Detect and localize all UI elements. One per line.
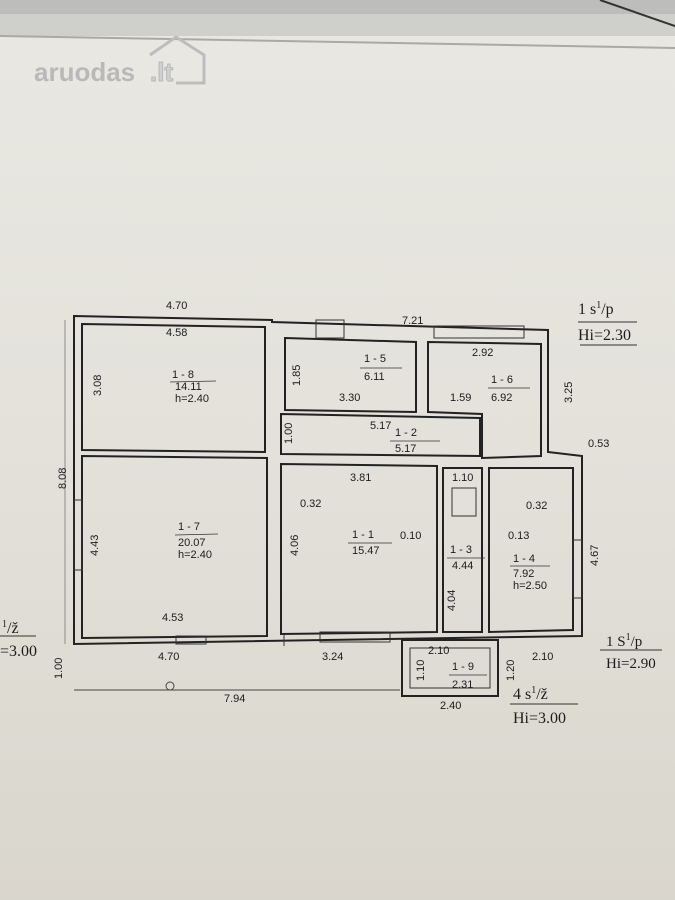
dim-top-right: 7.21 [402, 315, 423, 327]
dim-470b: 4.70 [158, 651, 179, 663]
svg-text:1 S1/p: 1 S1/p [606, 632, 642, 650]
room-id: 1 - 2 [395, 427, 417, 439]
room-area: 2.31 [452, 679, 473, 691]
room-id: 1 - 6 [491, 374, 513, 386]
watermark-suffix: .lt [150, 57, 173, 87]
dimension-lines [0, 320, 662, 705]
dim-404: 4.04 [446, 590, 458, 611]
svg-text:4 s1/ž: 4 s1/ž [513, 685, 548, 703]
dim-100a: 1.00 [283, 423, 295, 444]
room-1-2: 1 - 2 5.17 [390, 427, 440, 455]
dim-110b: 1.10 [415, 660, 427, 681]
room-height: h=2.40 [175, 393, 209, 405]
dim-325: 3.25 [563, 382, 575, 403]
room-height: h=2.50 [513, 580, 547, 592]
dim-324: 3.24 [322, 651, 343, 663]
dim-top-left: 4.70 [166, 300, 187, 312]
room-area: 5.17 [395, 443, 416, 455]
dim-406: 4.06 [289, 535, 301, 556]
dim-458: 4.58 [166, 327, 187, 339]
room-area: 4.44 [452, 560, 473, 572]
hi-left: =3.00 [0, 643, 37, 660]
room-area: 6.92 [491, 392, 512, 404]
dim-308: 3.08 [92, 375, 104, 396]
room-area: 14.11 [175, 381, 202, 393]
room-height: h=2.40 [178, 549, 212, 561]
room-1-8: 1 - 8 14.11 h=2.40 [169, 369, 217, 405]
dim-808: 8.08 [57, 468, 69, 489]
note-mid-right: 1 S1/p Hi=2.90 [606, 632, 656, 672]
room-id: 1 - 8 [172, 369, 194, 381]
dim-013: 0.13 [508, 530, 529, 542]
room-1-6: 1 - 6 6.92 [488, 374, 530, 404]
dim-453: 4.53 [162, 612, 183, 624]
hi-mid: Hi=2.90 [606, 656, 656, 672]
room-1-9: 1 - 9 2.31 [449, 661, 487, 691]
dim-120: 1.20 [505, 660, 517, 681]
dim-210b: 2.10 [532, 651, 553, 663]
dim-032b: 0.32 [526, 500, 547, 512]
walls [73, 314, 583, 697]
room-id: 1 - 4 [513, 553, 535, 565]
room-1-5: 1 - 5 6.11 [360, 353, 402, 383]
dim-443: 4.43 [89, 535, 101, 556]
hi-top: Hi=2.30 [578, 327, 631, 344]
room-id: 1 - 1 [352, 529, 374, 541]
dim-240: 2.40 [440, 700, 461, 712]
note-bottom: 4 s1/ž Hi=3.00 [513, 685, 566, 727]
room-1-1: 1 - 1 15.47 [348, 529, 392, 557]
dim-110a: 1.10 [452, 472, 473, 484]
dimension-labels: 4.70 7.21 4.58 3.30 2.92 1.59 5.17 0.53 … [53, 300, 609, 712]
dim-185: 1.85 [291, 365, 303, 386]
dim-794: 7.94 [224, 693, 245, 705]
room-id: 1 - 5 [364, 353, 386, 365]
svg-text:1 s1/p: 1 s1/p [578, 300, 614, 318]
note-top-right: 1 s1/p Hi=2.30 [578, 300, 631, 344]
dim-032a: 0.32 [300, 498, 321, 510]
room-area: 15.47 [352, 545, 380, 557]
dim-053: 0.53 [588, 438, 609, 450]
room-1-7: 1 - 7 20.07 h=2.40 [174, 521, 219, 561]
room-1-4: 1 - 4 7.92 h=2.50 [510, 553, 550, 592]
note-left: 1/ž =3.00 [0, 619, 37, 660]
hi-bottom: Hi=3.00 [513, 710, 566, 727]
dim-010: 0.10 [400, 530, 421, 542]
room-area: 6.11 [364, 371, 385, 383]
dim-159: 1.59 [450, 392, 471, 404]
dim-467: 4.67 [589, 545, 601, 566]
dim-517: 5.17 [370, 420, 391, 432]
watermark-text: aruodas [34, 57, 135, 87]
watermark-logo: aruodas .lt [34, 35, 206, 88]
dim-210a: 2.10 [428, 645, 449, 657]
room-1-3: 1 - 3 4.44 [447, 544, 485, 572]
room-id: 1 - 9 [452, 661, 474, 673]
room-area: 20.07 [178, 537, 206, 549]
room-id: 1 - 7 [178, 521, 200, 533]
svg-text:1/ž: 1/ž [2, 619, 19, 637]
dim-330: 3.30 [339, 392, 360, 404]
dim-381: 3.81 [350, 472, 371, 484]
dim-100b: 1.00 [53, 658, 65, 679]
room-area: 7.92 [513, 568, 534, 580]
room-id: 1 - 3 [450, 544, 472, 556]
dim-292: 2.92 [472, 347, 493, 359]
